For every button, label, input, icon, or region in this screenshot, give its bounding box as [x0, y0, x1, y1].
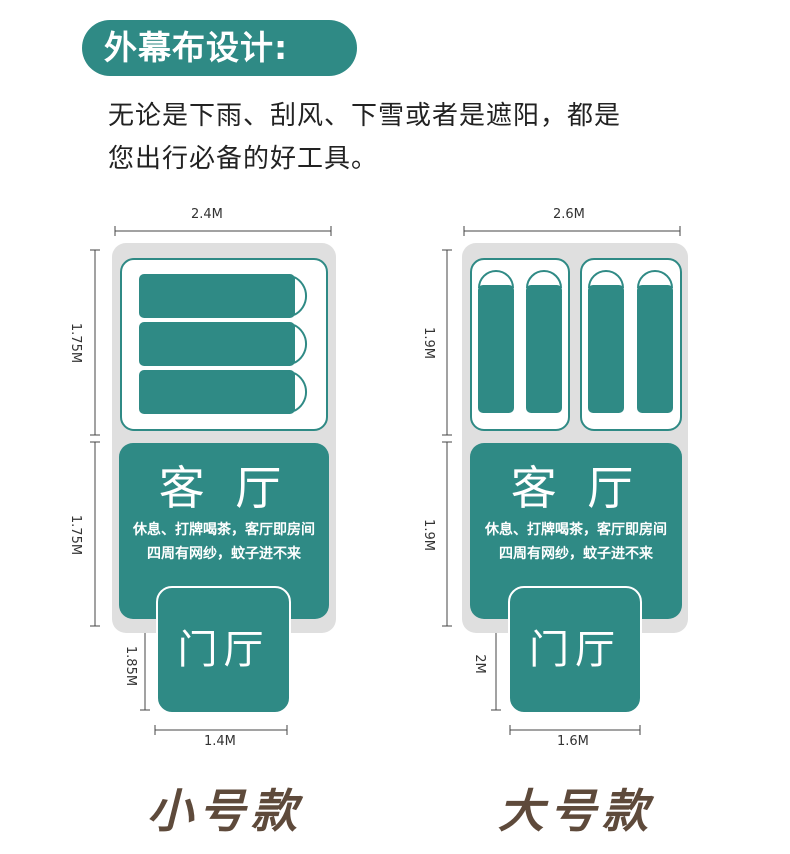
- small-height-1-label: 1.75M: [68, 322, 83, 364]
- large-vestibule: 门厅: [508, 586, 642, 714]
- large-living-room-desc-2: 四周有网纱，蚊子进不来: [499, 546, 653, 562]
- large-living-room-title: 客 厅: [510, 461, 642, 515]
- intro-line-1: 无论是下雨、刮风、下雪或者是遮阳，都是: [108, 101, 622, 131]
- large-living-room-desc-1: 休息、打牌喝茶，客厅即房间: [485, 522, 667, 538]
- small-sleeping-pads: [139, 274, 307, 414]
- small-height-2-label: 1.75M: [68, 514, 83, 556]
- large-height-1-label: 1.9M: [421, 327, 436, 359]
- section-title: 外幕布设计:: [82, 20, 357, 76]
- intro-line-2: 您出行必备的好工具。: [108, 144, 379, 174]
- small-living-room-title: 客 厅: [158, 461, 290, 515]
- small-vestibule: 门厅: [156, 586, 291, 714]
- small-hall-width-label: 1.4M: [204, 734, 236, 749]
- large-model-label: 大号款: [498, 784, 654, 838]
- large-height-2-label: 1.9M: [421, 519, 436, 551]
- large-hall-height-label: 2M: [472, 654, 487, 674]
- small-hall-height-label: 1.85M: [123, 645, 138, 687]
- small-model-label: 小号款: [147, 784, 303, 838]
- small-width-label: 2.4M: [191, 207, 223, 222]
- small-living-room-desc-2: 四周有网纱，蚊子进不来: [147, 546, 301, 562]
- large-hall-width-label: 1.6M: [557, 734, 589, 749]
- large-width-label: 2.6M: [553, 207, 585, 222]
- large-sleeping-pads: [478, 270, 673, 413]
- small-living-room-desc-1: 休息、打牌喝茶，客厅即房间: [133, 522, 315, 538]
